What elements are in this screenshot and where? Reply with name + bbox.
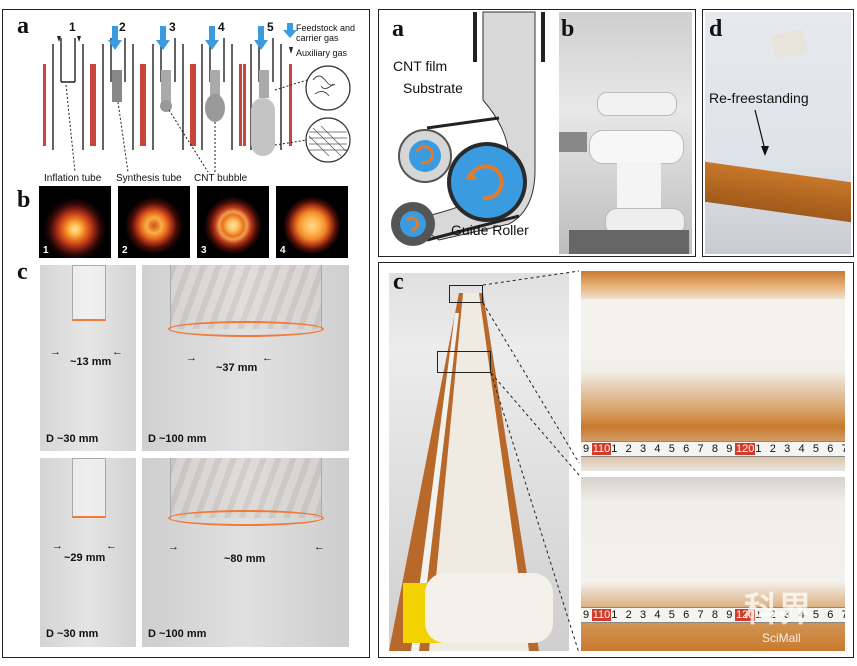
legend-auxiliary: Auxiliary gas [296, 48, 348, 58]
panel-b-right-label: b [561, 16, 575, 42]
ruler-top-120: 120 [734, 443, 756, 455]
ruler-top-digits-2: 1 2 3 4 5 6 7 8 9 [755, 443, 845, 455]
re-freestanding-photo [705, 12, 851, 254]
ruler-bottom-9: 9 [583, 609, 592, 621]
tube-number-4: 4 [218, 20, 225, 34]
ruler-bottom-110: 110 [591, 609, 612, 621]
arrow-right-1: → [50, 346, 61, 358]
ruler-top: 91101 2 3 4 5 6 7 8 91201 2 3 4 5 6 7 8 … [581, 441, 845, 457]
furnace-photo-4: 4 [276, 186, 348, 258]
arrow-right-4: → [168, 541, 179, 553]
callout-inflation-tube: Inflation tube [44, 173, 102, 184]
ruler-top-9: 9 [583, 443, 592, 455]
substrate-label: Substrate [403, 80, 463, 96]
ruler-bottom-digits-1: 1 2 3 4 5 6 7 8 9 [611, 609, 735, 621]
callout-synthesis-tube: Synthesis tube [116, 173, 182, 184]
panel-d-label: d [709, 16, 723, 42]
width-label-3: ~29 mm [64, 552, 106, 564]
tube-number-3: 3 [169, 20, 176, 34]
ruler-top-110: 110 [591, 443, 612, 455]
arrow-left-2: ← [262, 352, 273, 364]
tube-number-1: 1 [69, 20, 76, 34]
diameter-label-4: D ~100 mm [148, 628, 207, 640]
arrow-right-3: → [52, 540, 63, 552]
roll-machine-photo [559, 12, 692, 254]
re-freestanding-arrow [754, 109, 769, 156]
bubble-photo-1: ~13 mm → ← D ~30 mm [40, 265, 136, 451]
watermark-en: SciMall [762, 631, 801, 645]
panel-a-right-label: a [392, 16, 404, 42]
bubble-photo-4: ~80 mm → ← D ~100 mm [142, 458, 349, 647]
guide-roller-label: Guide Roller [451, 222, 529, 238]
width-label-1: ~13 mm [70, 356, 112, 368]
bubble-photo-2: ~37 mm → ← D ~100 mm [142, 265, 349, 451]
diameter-label-2: D ~100 mm [148, 433, 207, 445]
panel-c-right-label: c [393, 269, 404, 295]
furnace-number-3: 3 [201, 245, 207, 256]
legend-feedstock: Feedstock and carrier gas [296, 23, 356, 43]
right-d-frame: d Re-freestanding [702, 9, 854, 257]
ruler-bottom-120: 120 [734, 609, 756, 621]
right-bottom-frame: c 91101 2 3 4 5 6 7 8 91201 2 3 4 5 6 7 … [378, 262, 854, 658]
watermark-cn: 科界 [744, 590, 812, 630]
zoom-connectors [482, 270, 580, 654]
width-label-2: ~37 mm [216, 362, 258, 374]
diameter-label-1: D ~30 mm [46, 433, 99, 445]
ruler-bottom-digits-2: 1 2 3 4 5 6 7 8 9 [755, 609, 845, 621]
tube-number-2: 2 [119, 20, 126, 34]
left-figure-frame: a 1 2 3 4 5 [2, 9, 370, 658]
furnace-number-2: 2 [122, 245, 128, 256]
furnace-photo-3: 3 [197, 186, 269, 258]
furnace-number-4: 4 [280, 245, 286, 256]
callout-cnt-bubble: CNT bubble [194, 173, 248, 184]
tube-schematic-diagram [43, 23, 351, 173]
arrow-left-1: ← [112, 346, 123, 358]
width-label-4: ~80 mm [224, 553, 266, 565]
furnace-number-1: 1 [43, 245, 49, 256]
panel-b-label: b [17, 187, 31, 213]
tube-number-5: 5 [267, 20, 274, 34]
arrow-right-2: → [186, 352, 197, 364]
bubble-photo-3: ~29 mm → ← D ~30 mm [40, 458, 136, 647]
furnace-photo-1: 1 [39, 186, 111, 258]
diameter-label-3: D ~30 mm [46, 628, 99, 640]
cnt-film-label: CNT film [393, 58, 448, 74]
long-film-photo [389, 273, 569, 651]
ruler-bottom: 91101 2 3 4 5 6 7 8 91201 2 3 4 5 6 7 8 … [581, 607, 845, 623]
panel-c-label: c [17, 259, 28, 285]
zoom-photo-top: 91101 2 3 4 5 6 7 8 91201 2 3 4 5 6 7 8 … [581, 271, 845, 471]
ruler-top-digits-1: 1 2 3 4 5 6 7 8 9 [611, 443, 735, 455]
furnace-photo-2: 2 [118, 186, 190, 258]
arrow-left-4: ← [314, 541, 325, 553]
panel-a-label: a [17, 13, 29, 39]
arrow-left-3: ← [106, 540, 117, 552]
roller-schematic [391, 11, 545, 246]
re-freestanding-label: Re-freestanding [709, 90, 809, 106]
zoom-photo-bottom: 91101 2 3 4 5 6 7 8 91201 2 3 4 5 6 7 8 … [581, 477, 845, 651]
right-top-frame: a CNT film Substrate Guide Roller b [378, 9, 696, 257]
